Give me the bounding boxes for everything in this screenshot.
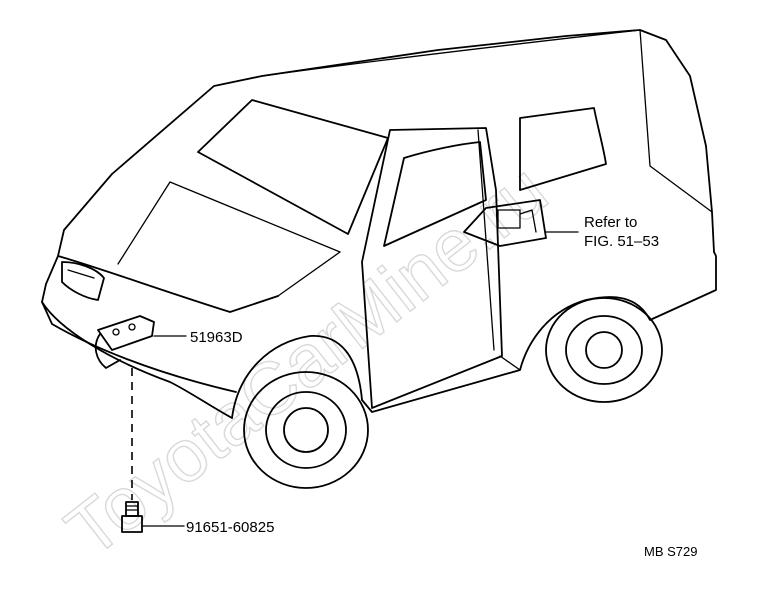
hinge-ref-line1: Refer to	[584, 214, 637, 231]
hinge-ref-line2: FIG. 51–53	[584, 233, 659, 250]
bracket-icon	[94, 315, 155, 369]
door-hinge-icon	[463, 199, 547, 247]
bolt-part-number: 91651-60825	[186, 519, 274, 536]
bolt-icon	[121, 501, 143, 533]
figure-code: MB S729	[644, 544, 697, 559]
bracket-part-number: 51963D	[190, 329, 243, 346]
vehicle-icon	[41, 29, 717, 489]
